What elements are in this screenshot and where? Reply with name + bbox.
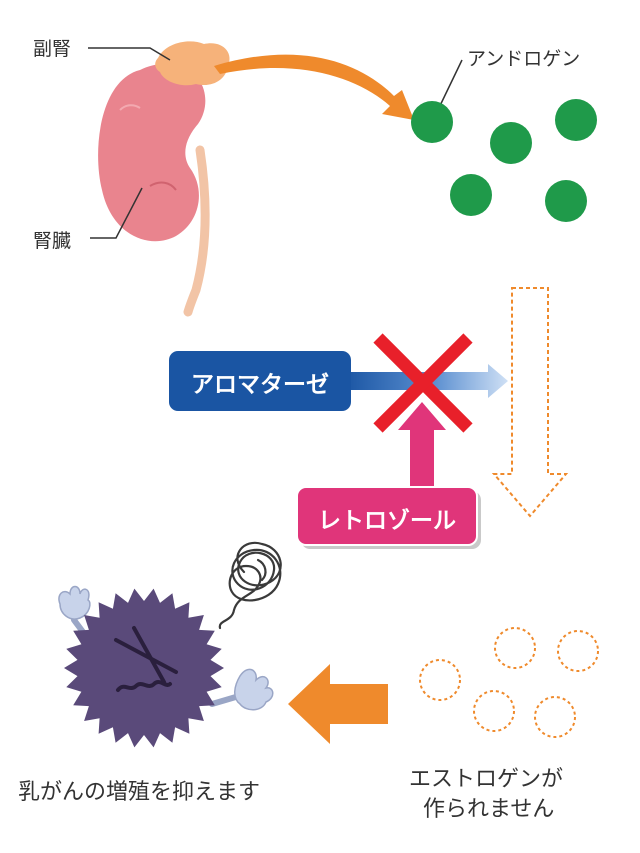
estrogen-label-line2: 作られません [423,797,555,822]
estrogen-ring [419,659,461,701]
cancer-suppressed-label: 乳がんの増殖を抑えます [18,780,261,805]
x-mark-icon [373,333,473,433]
androgen-dot [490,122,532,164]
androgen-dot [411,101,453,143]
aromatase-label: アロマターゼ [191,372,329,398]
estrogen-molecules [419,627,599,738]
letrozole-label: レトロゾール [318,508,456,534]
dashed-down-arrow [491,287,569,518]
letrozole-box [296,486,478,546]
androgen-dot [545,180,587,222]
letrozole-up-arrow [398,402,446,490]
adrenal-leader-line [88,47,171,61]
cancer-cell-illustration [58,585,274,748]
curved-arrow-to-androgen [214,54,414,120]
kidney-label: 腎臓 [33,230,72,252]
estrogen-ring [473,690,515,732]
estrogen-ring [494,627,536,669]
estrogen-label-line1: エストロゲンが [409,767,564,792]
cancer-cell-body [64,588,224,748]
androgen-molecules [411,99,597,222]
ureter [183,145,210,317]
kidney-leader-line [90,187,143,239]
estrogen-ring [557,630,599,672]
androgen-dot [555,99,597,141]
left-hand [58,585,91,620]
right-hand [234,668,274,711]
androgen-dot [450,174,492,216]
kidney-illustration [98,63,206,242]
androgen-label: アンドロゲン [467,48,581,70]
tangle-scribble-icon [218,541,282,630]
aromatase-box [169,351,351,411]
adrenal-label: 副腎 [33,38,72,60]
estrogen-ring [534,696,576,738]
left-arrow [288,664,388,744]
adrenal-illustration [155,41,230,86]
